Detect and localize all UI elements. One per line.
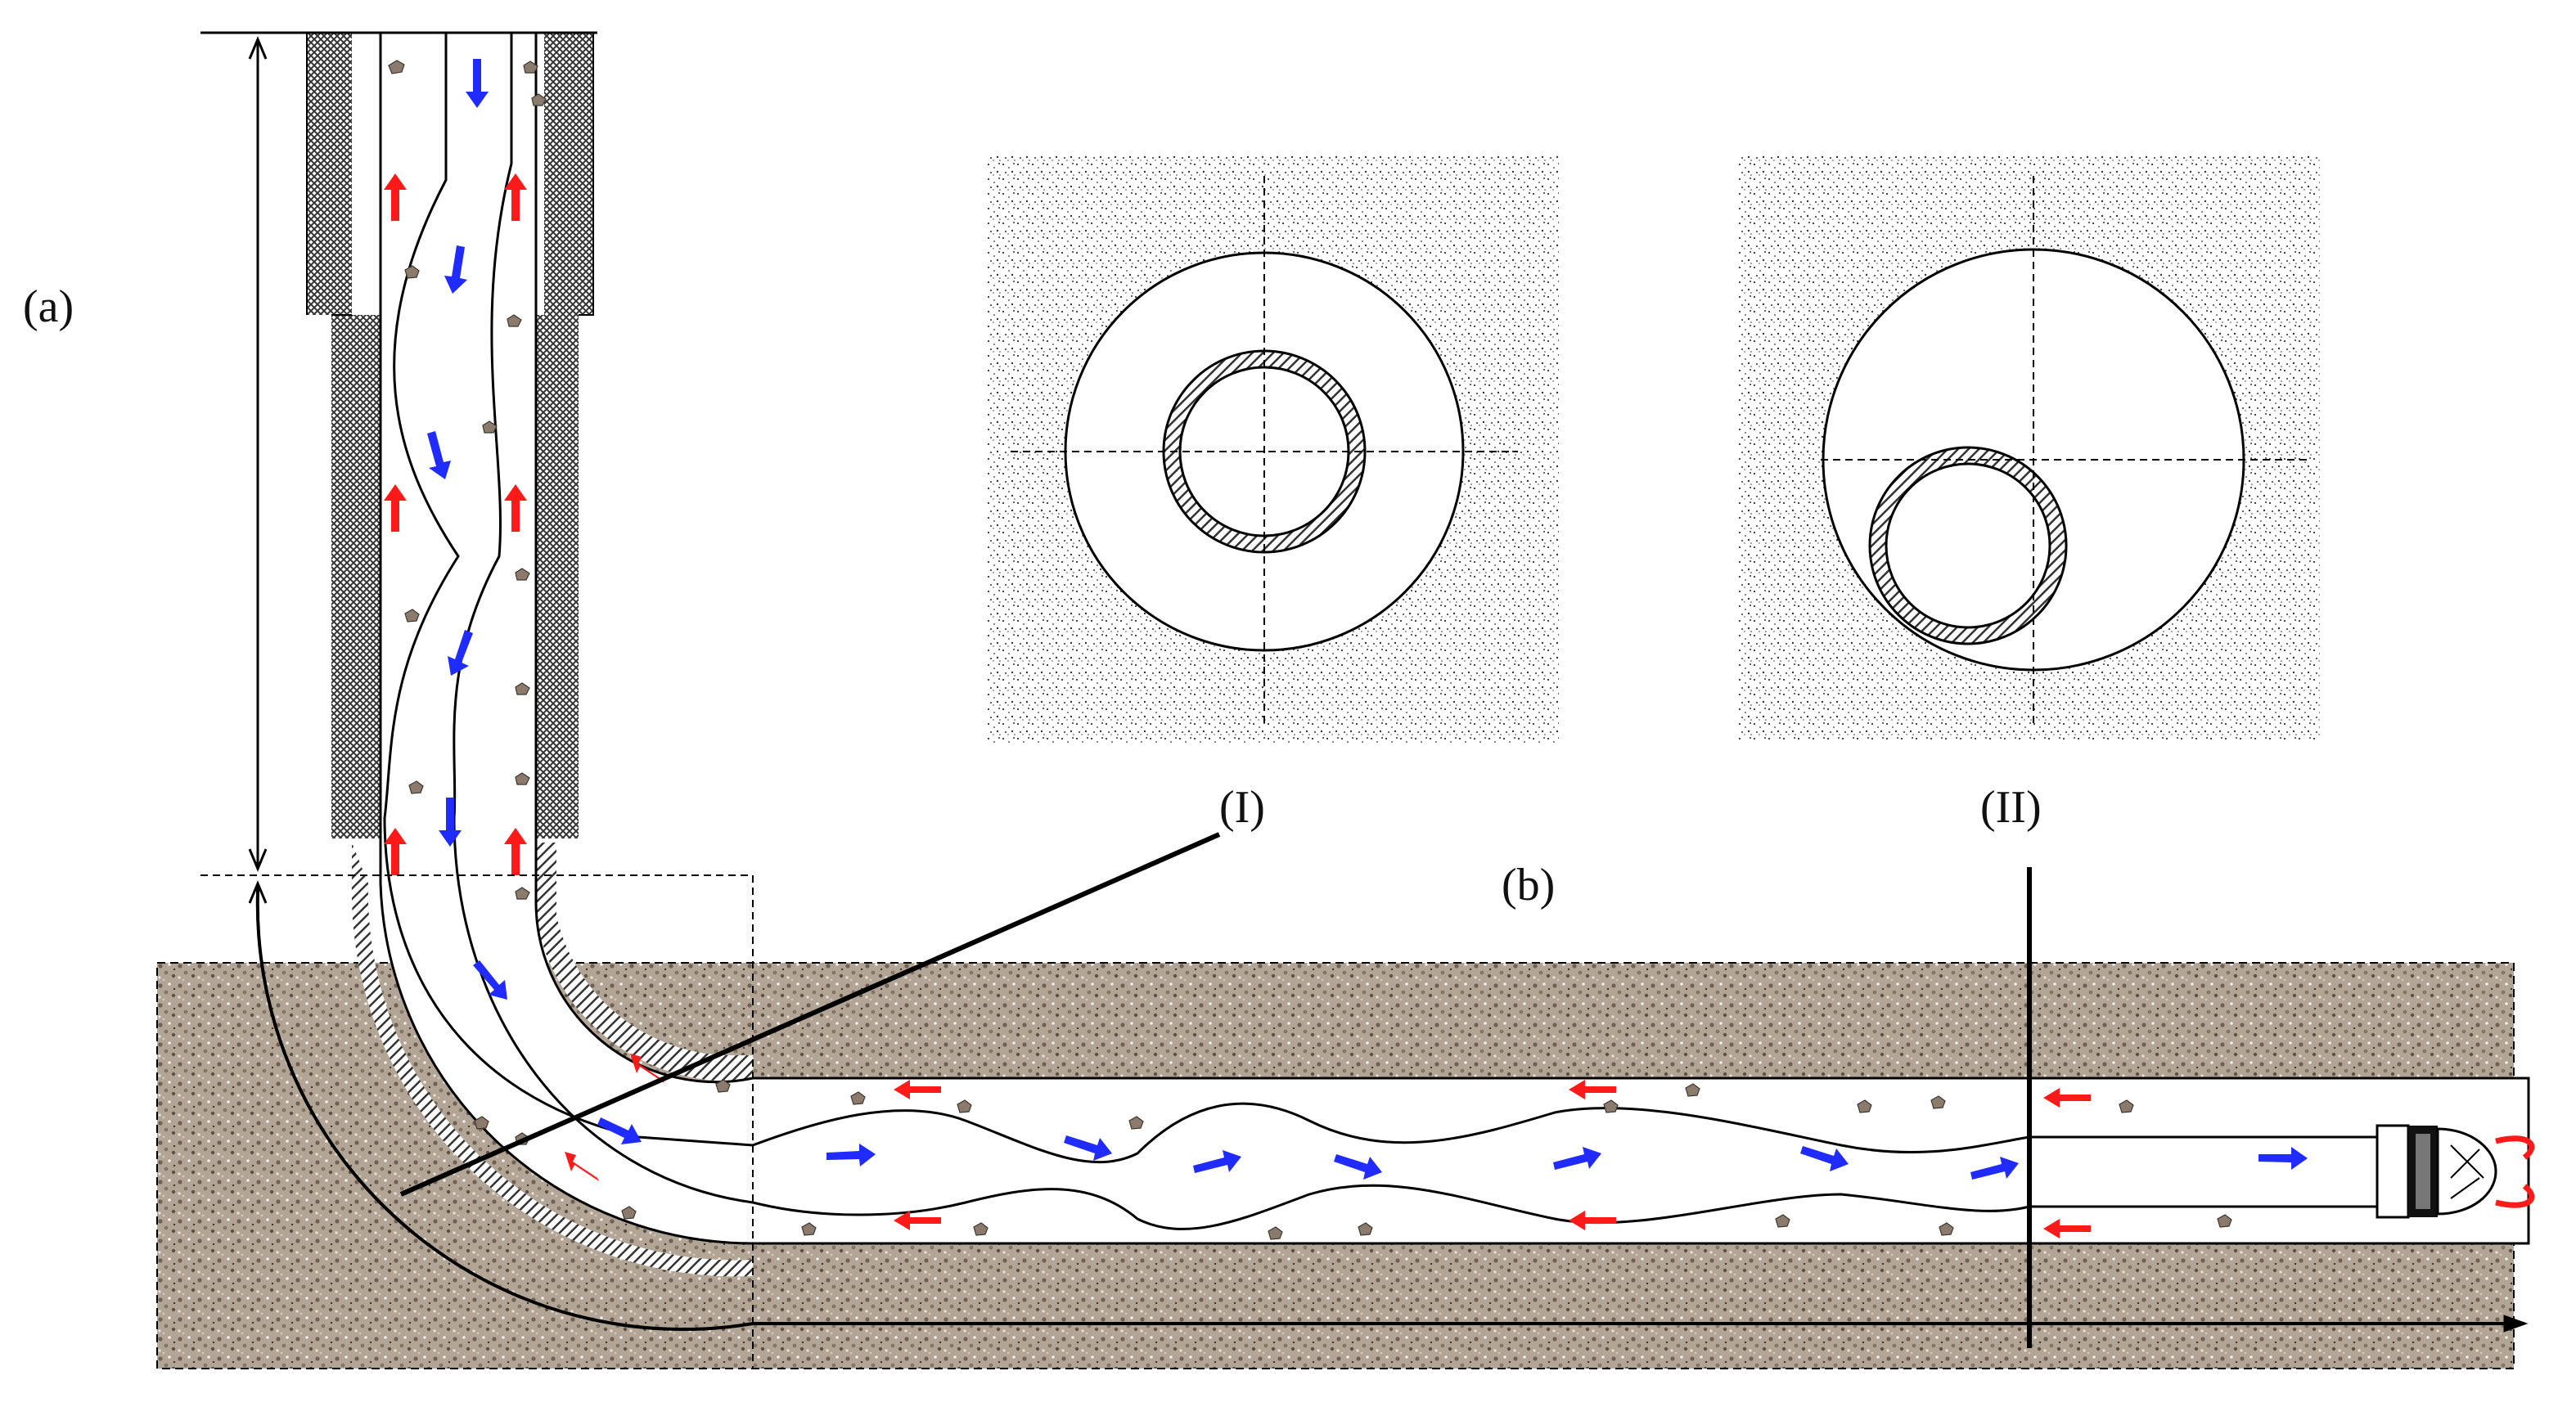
wellbore-open-hole bbox=[379, 31, 2530, 1245]
bend-cement-inner bbox=[536, 843, 753, 1081]
drill-string-upper-wall bbox=[383, 33, 2389, 1164]
upflow-arrows bbox=[384, 173, 2091, 1238]
outer-casing-left bbox=[307, 33, 352, 315]
panel-a-label: (a) bbox=[23, 281, 74, 332]
casing-step-line bbox=[306, 33, 594, 316]
inner-casing-left bbox=[331, 315, 381, 838]
drill-bit bbox=[2376, 1124, 2535, 1219]
cross-section-1 bbox=[986, 155, 1559, 744]
outer-casing-right bbox=[544, 33, 593, 315]
section-1-label: (I) bbox=[1219, 782, 1265, 833]
downflow-arrows bbox=[427, 59, 2308, 1180]
dimension-lines bbox=[200, 31, 2529, 1369]
cuttings bbox=[388, 60, 2232, 1240]
cross-section-2 bbox=[1739, 155, 2320, 740]
inner-casing-right bbox=[536, 315, 579, 838]
panel-b-label: (b) bbox=[1502, 860, 1555, 910]
section-2-label: (II) bbox=[1980, 782, 2042, 833]
